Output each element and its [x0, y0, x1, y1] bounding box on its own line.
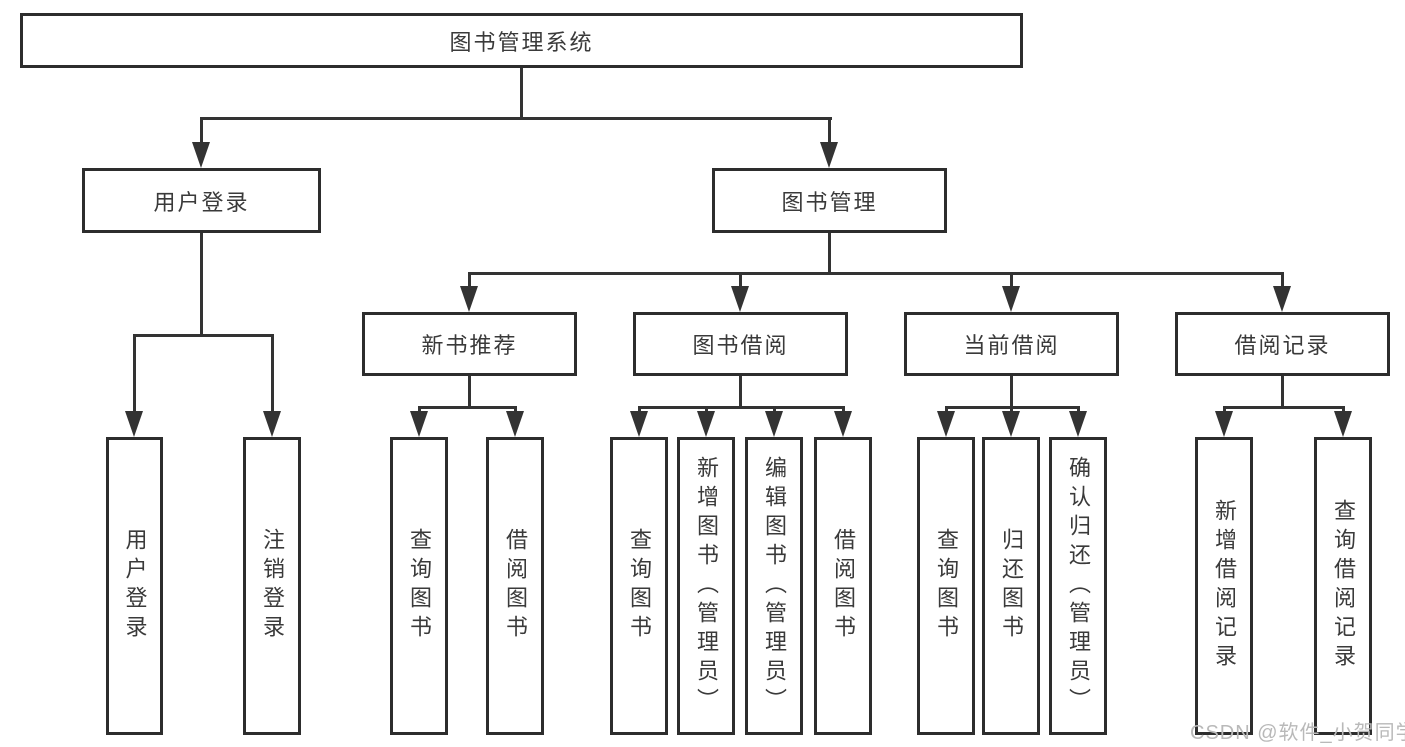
node-confirm-return-admin: 确认归还（管理员）	[1049, 437, 1107, 735]
node-edit-book-admin: 编辑图书（管理员）	[745, 437, 803, 735]
node-borrow-books-newbook: 借阅图书	[486, 437, 544, 735]
connector-line	[638, 406, 641, 412]
connector-mgmt-stem	[828, 233, 831, 272]
arrowhead-down	[630, 411, 648, 437]
csdn-watermark: CSDN @软件_小贺同学	[1190, 722, 1405, 744]
node-query-borrow-record: 查询借阅记录	[1314, 437, 1372, 735]
node-query-books-current: 查询图书	[917, 437, 975, 735]
arrowhead-down	[1002, 411, 1020, 437]
arrowhead-down	[1273, 286, 1291, 312]
node-borrow-books-borrow: 借阅图书	[814, 437, 872, 735]
node-label: 查询借阅记录	[1331, 499, 1356, 673]
connector-line	[468, 376, 471, 406]
node-label: 当前借阅	[963, 333, 1060, 358]
node-book-borrow: 图书借阅	[633, 312, 848, 376]
node-borrow-records: 借阅记录	[1175, 312, 1390, 376]
arrowhead-down	[263, 411, 281, 437]
node-label: 查询图书	[934, 528, 959, 644]
node-book-management: 图书管理	[712, 168, 947, 233]
connector-root-stem	[520, 68, 523, 117]
arrowhead-down	[410, 411, 428, 437]
connector-line	[1281, 272, 1284, 286]
node-label: 用户登录	[153, 189, 250, 215]
node-return-books: 归还图书	[982, 437, 1040, 735]
connector-line	[1010, 376, 1013, 406]
arrowhead-down	[1069, 411, 1087, 437]
node-label: 用户登录	[122, 528, 148, 644]
node-query-books-borrow: 查询图书	[610, 437, 668, 735]
connector-line	[739, 272, 742, 286]
arrowhead-down	[192, 142, 210, 168]
connector-line	[200, 117, 203, 143]
arrowhead-down	[1002, 286, 1020, 312]
node-add-book-admin: 新增图书（管理员）	[677, 437, 735, 735]
node-label: 图书借阅	[692, 333, 789, 358]
connector-line	[1010, 272, 1013, 286]
node-label: 新书推荐	[421, 333, 518, 358]
connector-line	[514, 406, 517, 412]
connector-line	[1223, 406, 1226, 412]
arrowhead-down	[1334, 411, 1352, 437]
arrowhead-down	[765, 411, 783, 437]
arrowhead-down	[460, 286, 478, 312]
connector-line	[842, 406, 845, 412]
arrowhead-down	[834, 411, 852, 437]
connector-cluster-bar	[1223, 406, 1345, 409]
node-label: 查询图书	[627, 528, 652, 644]
node-user-login: 用户登录	[82, 168, 321, 233]
connector-login-stem	[200, 233, 203, 334]
node-label: 新增图书（管理员）	[694, 455, 719, 717]
node-label: 图书管理系统	[449, 29, 594, 55]
node-label: 借阅图书	[831, 528, 856, 644]
connector-line	[1342, 406, 1345, 412]
connector-line	[828, 117, 831, 143]
connector-line	[418, 406, 421, 412]
connector-line	[1077, 406, 1080, 412]
node-label: 借阅记录	[1234, 333, 1331, 358]
connector-line	[945, 406, 948, 412]
connector-level2-bar	[200, 117, 832, 120]
arrowhead-down	[125, 411, 143, 437]
node-add-borrow-record: 新增借阅记录	[1195, 437, 1253, 735]
connector-line	[705, 406, 708, 412]
arrowhead-down	[697, 411, 715, 437]
node-new-book-recommend: 新书推荐	[362, 312, 577, 376]
connector-cluster-bar	[638, 406, 845, 409]
node-current-borrow: 当前借阅	[904, 312, 1119, 376]
node-label: 图书管理	[781, 189, 878, 215]
arrowhead-down	[731, 286, 749, 312]
node-query-books-newbook: 查询图书	[390, 437, 448, 735]
connector-line	[1010, 406, 1013, 412]
connector-login-bar	[133, 334, 273, 337]
connector-line	[468, 272, 471, 286]
node-label: 归还图书	[999, 528, 1024, 644]
connector-line	[773, 406, 776, 412]
connector-line	[1281, 376, 1284, 406]
node-label: 注销登录	[260, 528, 285, 644]
connector-line	[271, 334, 274, 411]
arrowhead-down	[506, 411, 524, 437]
connector-line	[739, 376, 742, 406]
connector-level3-bar	[468, 272, 1284, 275]
connector-line	[133, 334, 136, 411]
node-label: 借阅图书	[503, 528, 528, 644]
arrowhead-down	[820, 142, 838, 168]
arrowhead-down	[1215, 411, 1233, 437]
node-logout: 注销登录	[243, 437, 301, 735]
connector-cluster-bar	[418, 406, 517, 409]
node-label: 新增借阅记录	[1212, 499, 1237, 673]
node-label: 确认归还（管理员）	[1066, 455, 1091, 717]
node-label: 编辑图书（管理员）	[762, 455, 787, 717]
node-library-system: 图书管理系统	[20, 13, 1023, 68]
node-label: 查询图书	[407, 528, 432, 644]
arrowhead-down	[937, 411, 955, 437]
node-user-login-action: 用户登录	[106, 437, 163, 735]
